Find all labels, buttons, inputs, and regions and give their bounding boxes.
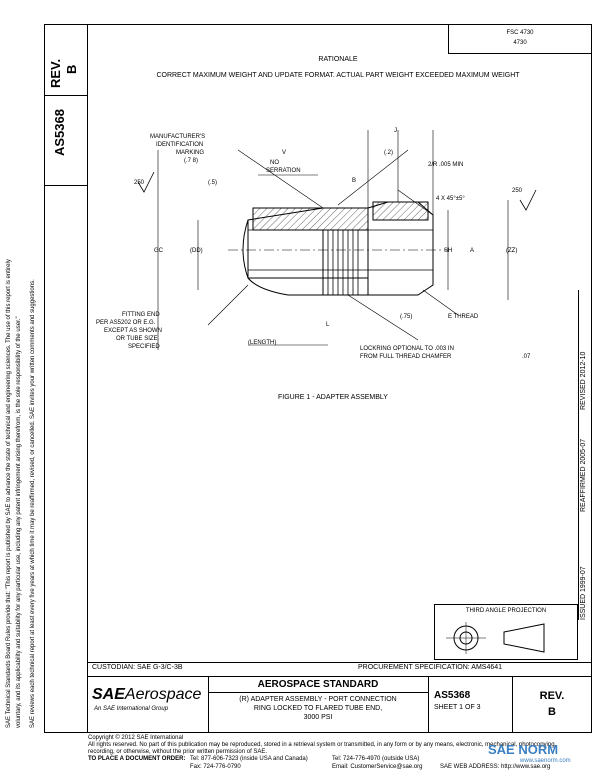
label-a: A <box>470 248 475 254</box>
label-gc: GC <box>154 248 163 254</box>
left-column <box>44 24 88 733</box>
label-marking: MARKING <box>176 150 205 156</box>
rights-1: All rights reserved. No part of this pub… <box>88 742 557 748</box>
custodian: CUSTODIAN: SAE G-3/C-3B <box>92 664 183 671</box>
email[interactable]: Email: CustomerService@sae.org <box>332 764 423 770</box>
rights-2: recording, or otherwise, without the pri… <box>88 749 268 755</box>
label-marking-dim: (.7 8) <box>184 158 199 164</box>
label-250-right: 250 <box>512 188 523 194</box>
projection-box <box>434 604 578 660</box>
label-b: B <box>352 178 357 184</box>
divider <box>578 290 579 620</box>
title-doc-number: AS5368 <box>434 690 471 701</box>
divider <box>88 662 592 663</box>
side-rev-label: REV. <box>48 58 63 88</box>
label-fitting-4: OR TUBE SIZE <box>116 336 158 342</box>
fax: Fax: 724-776-0790 <box>190 764 241 770</box>
sae-tagline: An SAE International Group <box>94 706 169 712</box>
rationale-text: CORRECT MAXIMUM WEIGHT AND UPDATE FORMAT… <box>156 72 520 79</box>
fsc-box <box>448 24 592 54</box>
label-length: (LENGTH) <box>248 340 277 346</box>
title-rev-label: REV. <box>539 690 565 702</box>
label-l: L <box>326 322 330 328</box>
sae-aerospace: Aerospace <box>124 686 202 703</box>
legal-note-3: SAE reviews each technical report at lea… <box>30 279 36 728</box>
title-line-3: 3000 PSI <box>303 714 333 721</box>
divider <box>88 676 592 677</box>
label-j: J <box>394 128 397 134</box>
divider <box>44 95 88 96</box>
label-identification: IDENTIFICATION <box>156 142 204 148</box>
label-lockring-2: FROM FULL THREAD CHAMFER <box>360 354 452 360</box>
legal-note-1: SAE Technical Standards Board Rules prov… <box>6 259 12 728</box>
label-radius: 2/R .005 MIN <box>428 162 464 168</box>
issued-date: ISSUED 1999-07 <box>580 566 587 620</box>
order-label: TO PLACE A DOCUMENT ORDER: <box>88 756 186 762</box>
label-no: NO <box>270 160 279 166</box>
adapter-assembly-drawing <box>137 130 537 350</box>
label-fitting-2: PER AS5202 OR E.G. <box>96 320 156 326</box>
tel-outside: Tel: 724-776-4970 (outside USA) <box>332 756 420 762</box>
sae-brand: SAE <box>92 686 125 703</box>
sae-logo: SAEAerospace <box>92 686 201 704</box>
label-angle: 4 X 45°±5° <box>436 196 465 202</box>
fsc-line2: 4730 <box>513 40 527 46</box>
drawing-frame <box>44 24 592 733</box>
reaffirmed-date: REAFFIRMED 2005-07 <box>580 438 587 512</box>
projection-symbol-icon <box>446 622 545 654</box>
title-line-2: RING LOCKED TO FLARED TUBE END, <box>253 705 383 712</box>
label-dd: (DD) <box>190 248 203 254</box>
copyright: Copyright © 2012 SAE International <box>88 735 184 741</box>
standard-heading: AEROSPACE STANDARD <box>257 679 379 690</box>
label-250-left: 250 <box>134 180 145 186</box>
divider <box>512 676 513 733</box>
label-lockring-1: LOCKRING OPTIONAL TO .003 IN <box>360 346 454 352</box>
label-fitting-5: SPECIFIED <box>128 344 160 350</box>
label-075: (.75) <box>400 314 413 320</box>
divider <box>44 185 88 186</box>
label-07: .07 <box>522 354 531 360</box>
figure-caption: FIGURE 1 - ADAPTER ASSEMBLY <box>278 394 388 401</box>
label-fitting-1: FITTING END <box>122 312 160 318</box>
title-rev-value: B <box>548 706 556 718</box>
rationale-heading: RATIONALE <box>318 56 358 63</box>
projection-label: THIRD ANGLE PROJECTION <box>465 608 547 614</box>
label-sh: SH <box>444 248 453 254</box>
watermark-brand: SAE NORM <box>488 742 559 757</box>
watermark-url: www.saenorm.com <box>520 758 571 764</box>
sheet-number: SHEET 1 OF 3 <box>434 704 481 711</box>
fsc-line1: FSC 4730 <box>506 30 534 36</box>
procurement-spec: PROCUREMENT SPECIFICATION: AMS4641 <box>358 664 503 671</box>
label-thread: E THREAD <box>448 314 479 320</box>
label-k-dim: (.5) <box>208 180 217 186</box>
label-fitting-3: EXCEPT AS SHOWN <box>104 328 162 334</box>
label-manufacturer: MANUFACTURER'S <box>150 134 206 140</box>
label-serration: SERRATION <box>266 168 301 174</box>
web-address[interactable]: SAE WEB ADDRESS: http://www.sae.org <box>440 764 551 770</box>
side-rev-value: B <box>64 64 79 74</box>
title-line-1: (R) ADAPTER ASSEMBLY - PORT CONNECTION <box>239 696 397 703</box>
label-zz: (ZZ) <box>506 248 518 254</box>
side-doc-number: AS5368 <box>52 109 67 156</box>
divider <box>208 676 209 733</box>
divider <box>208 692 428 693</box>
legal-note-2: voluntary, and its applicability and sui… <box>16 316 22 728</box>
divider <box>428 676 429 733</box>
label-j-dim: (.2) <box>384 150 393 156</box>
tel-inside: Tel: 877-606-7323 (inside USA and Canada… <box>190 756 308 762</box>
label-v: V <box>282 150 287 156</box>
